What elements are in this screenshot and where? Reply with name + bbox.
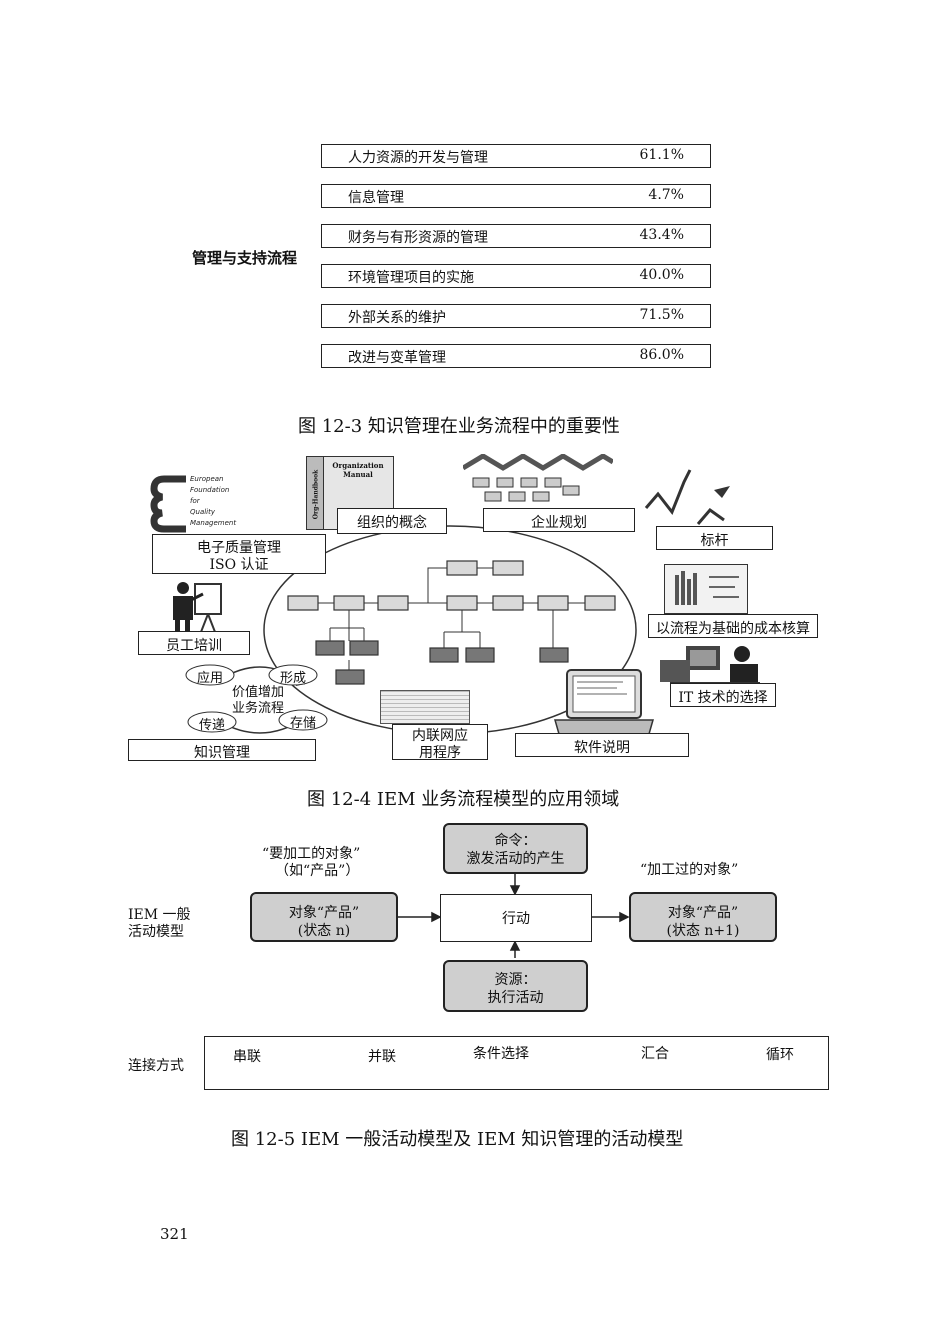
connect-conditional: 条件选择 <box>473 1046 529 1062</box>
cycle-form: 形成 <box>280 671 307 686</box>
cycle-apply: 应用 <box>197 671 224 686</box>
object-in-label-2: （如“产品”） <box>275 863 360 879</box>
label-enterprise-planning: 企业规划 <box>483 508 635 532</box>
object-in-text-2: (状态 n) <box>297 923 351 939</box>
group-label: 管理与支持流程 <box>192 249 298 267</box>
cycle-process: 业务流程 <box>232 701 285 716</box>
efqm-text: European Foundation for Quality Manageme… <box>190 474 236 529</box>
knowledge-text: 知识管理 <box>194 745 250 761</box>
object-in-text-1: 对象“产品” <box>288 905 360 921</box>
bar-value: 71.5% <box>639 307 684 323</box>
bar-row: 外部关系的维护 71.5% <box>321 304 711 328</box>
connect-serial: 串联 <box>233 1049 261 1065</box>
planning-text: 企业规划 <box>531 515 587 531</box>
figure-caption: 图 12-4 IEM 业务流程模型的应用领域 <box>307 789 620 810</box>
object-out-label: “加工过的对象” <box>640 862 739 878</box>
command-text-2: 激发活动的产生 <box>466 851 565 867</box>
bar-row: 财务与有形资源的管理 43.4% <box>321 224 711 248</box>
book-title: Organization Manual <box>332 461 384 479</box>
training-text: 员工培训 <box>166 638 222 654</box>
efqm-line: European <box>190 475 224 483</box>
bar-label: 人力资源的开发与管理 <box>348 150 488 166</box>
bar-value: 40.0% <box>639 267 684 283</box>
bar-row: 人力资源的开发与管理 61.1% <box>321 144 711 168</box>
intranet-screen-icon <box>380 690 470 724</box>
cycle-transfer: 传递 <box>199 718 226 733</box>
object-out-text-2: (状态 n+1) <box>666 923 740 939</box>
command-box: 命令： 激发活动的产生 <box>443 823 588 874</box>
cost-document-icon <box>664 564 748 614</box>
label-intranet: 内联网应 用程序 <box>392 724 488 761</box>
bar-label: 环境管理项目的实施 <box>348 270 474 286</box>
bar-row: 信息管理 4.7% <box>321 184 711 208</box>
object-out-box: 对象“产品” (状态 n+1) <box>629 892 777 942</box>
bar-value: 4.7% <box>648 187 684 203</box>
resource-text-1: 资源： <box>494 972 537 988</box>
org-concept-text: 组织的概念 <box>357 515 427 531</box>
iso-label: ISO 认证 <box>209 557 269 573</box>
computer-terminal-icon <box>553 668 655 736</box>
command-text-1: 命令： <box>494 833 537 849</box>
bar-row: 改进与变革管理 86.0% <box>321 344 711 368</box>
label-software: 软件说明 <box>515 733 689 757</box>
bar-value: 61.1% <box>639 147 684 163</box>
efqm-line: Management <box>190 519 237 527</box>
resource-box: 资源： 执行活动 <box>443 960 588 1012</box>
figure-caption: 图 12-5 IEM 一般活动模型及 IEM 知识管理的活动模型 <box>231 1129 684 1150</box>
object-in-label-1: “要加工的对象” <box>262 846 361 862</box>
page-number: 321 <box>160 1225 189 1243</box>
label-benchmark: 标杆 <box>656 526 773 550</box>
quality-label: 电子质量管理 <box>197 540 281 556</box>
bar-label: 财务与有形资源的管理 <box>348 230 488 246</box>
intranet-text-2: 用程序 <box>419 745 461 761</box>
benchmark-icon <box>640 464 740 532</box>
cycle-value-add: 价值增加 <box>232 685 285 700</box>
label-training: 员工培训 <box>138 631 250 655</box>
action-text: 行动 <box>502 911 530 927</box>
bar-label: 信息管理 <box>348 190 404 206</box>
connect-join: 汇合 <box>641 1046 669 1062</box>
efqm-line: for <box>190 497 200 505</box>
benchmark-text: 标杆 <box>700 533 729 549</box>
connect-parallel: 并联 <box>368 1049 396 1065</box>
efqm-line: Foundation <box>190 486 230 494</box>
object-in-box: 对象“产品” (状态 n) <box>250 892 398 942</box>
cost-text: 以流程为基础的成本核算 <box>656 621 810 637</box>
resource-text-2: 执行活动 <box>487 990 544 1006</box>
software-text: 软件说明 <box>574 740 630 756</box>
it-text: IT 技术的选择 <box>678 690 768 706</box>
efqm-line: Quality <box>190 508 216 516</box>
connect-loop: 循环 <box>766 1047 794 1063</box>
connect-label: 连接方式 <box>128 1058 184 1074</box>
bar-row: 环境管理项目的实施 40.0% <box>321 264 711 288</box>
label-knowledge-mgmt: 知识管理 <box>128 739 316 761</box>
bar-label: 外部关系的维护 <box>348 310 446 326</box>
figure-caption: 图 12-3 知识管理在业务流程中的重要性 <box>298 416 620 437</box>
action-box: 行动 <box>440 894 592 942</box>
model-label-2: 活动模型 <box>128 924 184 940</box>
trainer-icon <box>165 580 227 632</box>
label-it-selection: IT 技术的选择 <box>670 683 776 707</box>
bar-label: 改进与变革管理 <box>348 350 446 366</box>
model-label-1: IEM 一般 <box>128 907 191 923</box>
cycle-store: 存储 <box>290 716 317 731</box>
object-out-text-1: 对象“产品” <box>667 905 739 921</box>
enterprise-planning-icon <box>463 454 613 510</box>
process-diagram-graphics <box>185 525 637 735</box>
bar-value: 86.0% <box>639 347 684 363</box>
label-quality-iso: 电子质量管理 ISO 认证 <box>152 534 326 574</box>
intranet-text-1: 内联网应 <box>412 728 468 744</box>
connection-types-box <box>204 1036 829 1090</box>
efqm-logo-icon <box>150 475 190 533</box>
bar-value: 43.4% <box>639 227 684 243</box>
label-org-concept: 组织的概念 <box>337 508 447 534</box>
label-cost-accounting: 以流程为基础的成本核算 <box>648 614 818 638</box>
